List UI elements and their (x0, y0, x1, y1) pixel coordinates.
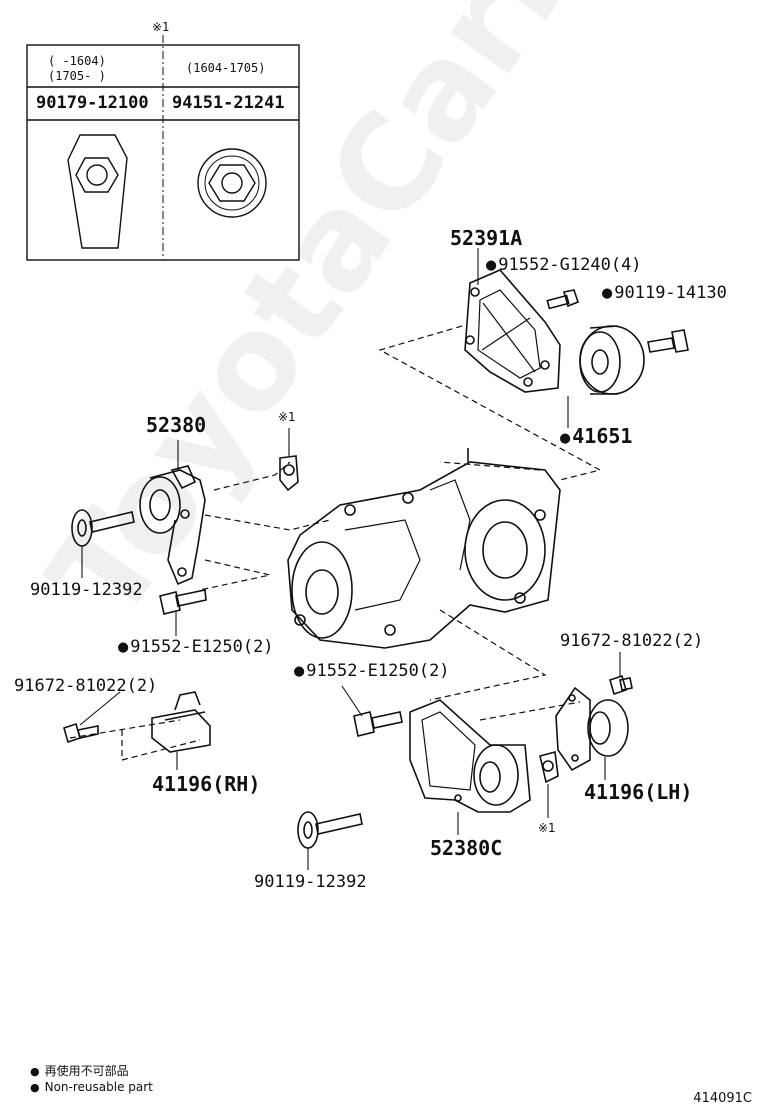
stopper-41196-LH (555, 686, 629, 772)
ref-mark-b: ※1 (538, 821, 556, 835)
label-41651-text: 41651 (572, 424, 633, 448)
cover-plate-52391A (464, 269, 561, 393)
label-91552-E1250-lower-text: 91552-E1250(2) (306, 661, 450, 681)
label-91672-81022-right: 91672-81022(2) (560, 631, 704, 651)
legend-jp-text: 再使用不可部品 (44, 1064, 129, 1078)
flange-nut-ref-b (539, 750, 559, 784)
label-91552-G1240-text: 91552-G1240(4) (498, 255, 642, 275)
label-91552-E1250-upper: 91552-E1250(2) (118, 637, 274, 657)
ref-mark-a: ※1 (278, 410, 296, 424)
differential-housing (287, 448, 561, 649)
legend-jp: ●再使用不可部品 (30, 1064, 129, 1078)
label-41196-LH: 41196(LH) (584, 780, 693, 804)
support-member-52380C (409, 699, 531, 813)
bolt-91552-E1250-upper (159, 589, 207, 615)
label-52380: 52380 (146, 413, 207, 437)
flange-nut-with-bracket-icon (67, 134, 128, 249)
label-90119-12392-lower: 90119-12392 (254, 872, 367, 892)
bolt-90119-14130 (647, 329, 689, 353)
ref-mark-table: ※1 (152, 20, 170, 34)
table-col1-range-2: (1705- ) (48, 69, 106, 83)
legend-en: ●Non-reusable part (30, 1080, 153, 1094)
label-91672-81022-left: 91672-81022(2) (14, 676, 158, 696)
table-col2-range: (1604-1705) (186, 61, 266, 75)
legend-en-text: Non-reusable part (44, 1080, 153, 1094)
bolt-91672-81022-left (63, 722, 99, 744)
bolt-90119-12392-lower (297, 811, 363, 849)
leader-lines (79, 248, 621, 870)
label-91552-E1250-lower: 91552-E1250(2) (294, 661, 450, 681)
dynamic-damper-41651 (579, 325, 645, 395)
label-91552-G1240: 91552-G1240(4) (486, 255, 642, 275)
support-member-52380 (139, 465, 206, 586)
label-52391A: 52391A (450, 226, 523, 250)
label-41651: 41651 (560, 424, 632, 448)
bolt-90119-12392-upper (71, 509, 135, 547)
washer-nut-icon (197, 148, 267, 218)
label-91552-E1250-upper-text: 91552-E1250(2) (130, 637, 274, 657)
table-col1-range-1: ( -1604) (48, 54, 106, 68)
reference-table (26, 35, 300, 261)
label-52380C: 52380C (430, 836, 503, 860)
label-90119-12392-upper: 90119-12392 (30, 580, 143, 600)
diagram-code: 414091C (693, 1091, 752, 1106)
flange-nut-ref-a (279, 455, 299, 492)
table-col1-part: 90179-12100 (36, 93, 149, 113)
bolt-91672-81022-right (609, 674, 633, 696)
label-90119-14130-text: 90119-14130 (614, 283, 727, 303)
bolt-91552-E1250-lower (353, 711, 403, 737)
table-col2-part: 94151-21241 (172, 93, 285, 113)
bolt-91552-G1240 (546, 289, 579, 310)
label-41196-RH: 41196(RH) (152, 772, 261, 796)
label-90119-14130: 90119-14130 (602, 283, 727, 303)
stopper-41196-RH (151, 691, 211, 753)
